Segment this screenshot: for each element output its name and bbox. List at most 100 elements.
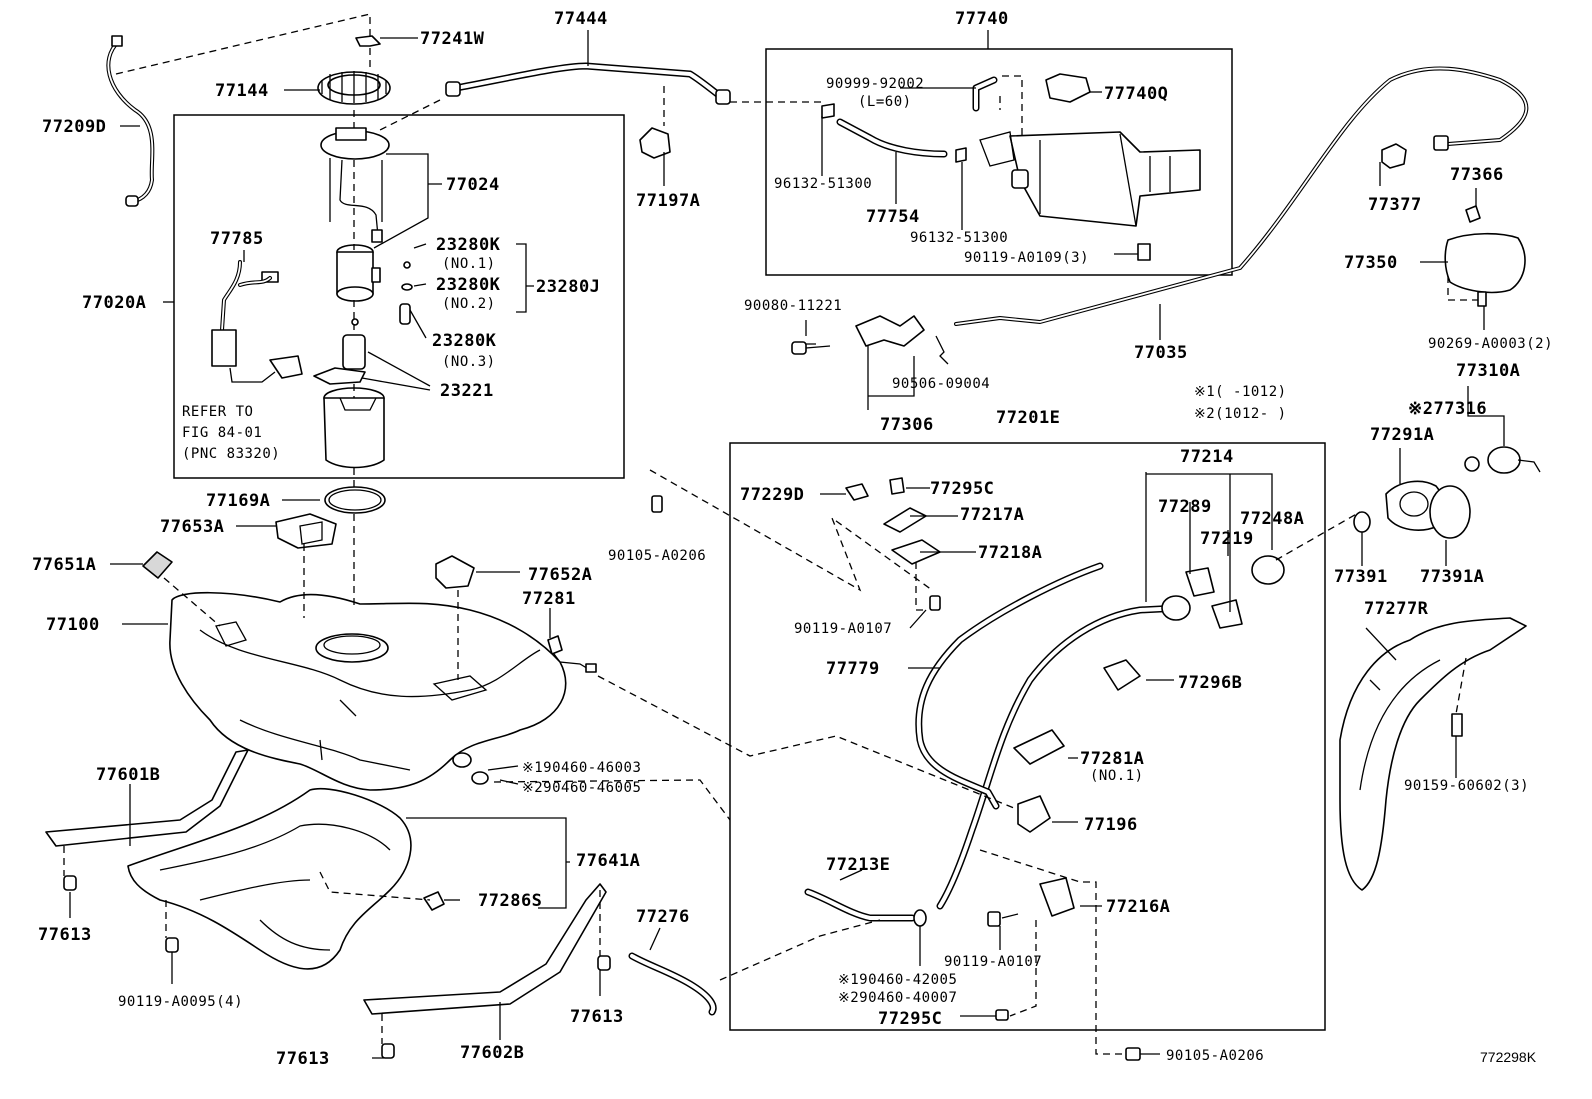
- label-77785: 77785: [210, 229, 264, 249]
- label-90999-l60: (L=60): [858, 94, 912, 110]
- label-77020A: 77020A: [82, 293, 146, 313]
- fuel-cap: [1464, 446, 1541, 474]
- label-77248A: 77248A: [1240, 509, 1304, 529]
- note-range-2: ※2(1012- ): [1194, 406, 1287, 422]
- cushion-77652A: [435, 555, 475, 589]
- label-77310A: 77310A: [1456, 361, 1520, 381]
- fuel-pump: [313, 334, 366, 385]
- fuel-filler-lid: [1444, 232, 1526, 294]
- label-77218A: 77218A: [978, 543, 1042, 563]
- filler-pipe-clamp-77289: [1185, 567, 1215, 597]
- label-23280K-2: 23280K: [436, 275, 501, 295]
- label-77216A: 77216A: [1106, 897, 1170, 917]
- label-77641A: 77641A: [576, 851, 640, 871]
- label-77277R: 77277R: [1364, 599, 1429, 619]
- label-96132-51300-a: 96132-51300: [774, 176, 872, 192]
- label-23280K-1-note: (NO.1): [442, 256, 496, 272]
- label-77219: 77219: [1200, 529, 1254, 549]
- clamp-77197A: [639, 127, 671, 159]
- label-23221: 23221: [440, 381, 494, 401]
- label-77601B: 77601B: [96, 765, 160, 785]
- charcoal-canister: [979, 131, 1201, 227]
- label-90506-09004: 90506-09004: [892, 376, 990, 392]
- label-23280K-1: 23280K: [436, 235, 501, 255]
- refer-to-line1: REFER TO: [182, 404, 253, 420]
- label-90105-A0206-b: 90105-A0206: [1166, 1048, 1264, 1064]
- bolt-90105-A0206-a-icon: [651, 495, 663, 513]
- label-77652A: 77652A: [528, 565, 592, 585]
- label-90119-A0095: 90119-A0095(4): [118, 994, 243, 1010]
- label-77169A: 77169A: [206, 491, 270, 511]
- pad-77651A: [142, 551, 173, 579]
- refer-to-line2: FIG 84-01: [182, 425, 262, 441]
- label-90460-46005: ※290460-46005: [522, 780, 641, 796]
- label-77306: 77306: [880, 415, 934, 435]
- bolt-90119-A0107-a-icon: [929, 595, 941, 611]
- filler-pipe-protector-77219: [1211, 599, 1243, 629]
- bolt-90119-A0109-icon: [1137, 243, 1151, 261]
- label-90269-A0003: 90269-A0003(2): [1428, 336, 1553, 352]
- fuel-lid-lock-77377: [1381, 143, 1407, 169]
- filler-pipe-seal-77248A: [1251, 555, 1285, 585]
- label-77602B: 77602B: [460, 1043, 524, 1063]
- fuel-tank-band-77602B: [363, 883, 607, 1015]
- label-90119-A0107-b: 90119-A0107: [944, 954, 1042, 970]
- label-90460-46003: ※190460-46003: [522, 760, 641, 776]
- label-77276: 77276: [636, 907, 690, 927]
- clip-96132-icons: [821, 103, 967, 163]
- charcoal-canister-group-box: [765, 48, 1233, 276]
- label-90119-A0109: 90119-A0109(3): [964, 250, 1089, 266]
- refer-to-line3: (PNC 83320): [182, 446, 280, 462]
- label-77196: 77196: [1084, 815, 1138, 835]
- label-77217A: 77217A: [960, 505, 1024, 525]
- fuel-inlet-pipe-group-box: [729, 442, 1326, 1031]
- fender-liner: [1339, 617, 1527, 891]
- o-ring-no3-icon: [351, 318, 359, 326]
- label-77391: 77391: [1334, 567, 1388, 587]
- label-77281: 77281: [522, 589, 576, 609]
- bolt-77613-icons: [63, 875, 611, 1059]
- label-77391A: 77391A: [1420, 567, 1484, 587]
- bolt-90159-icon: [1451, 713, 1463, 737]
- label-77653A: 77653A: [160, 517, 224, 537]
- clip-77295C-a: [889, 477, 905, 495]
- label-77295C-a: 77295C: [930, 479, 994, 499]
- label-77377: 77377: [1368, 195, 1422, 215]
- label-23280J: 23280J: [536, 277, 600, 297]
- label-77366: 77366: [1450, 165, 1504, 185]
- label-77214: 77214: [1180, 447, 1234, 467]
- label-77281A-note: (NO.1): [1090, 768, 1144, 784]
- gasket-ring: [324, 486, 386, 514]
- label-77740: 77740: [955, 9, 1009, 29]
- fuel-sender-unit: [211, 329, 303, 383]
- o-ring-77391A: [1429, 485, 1471, 539]
- bracket-77229D: [845, 483, 869, 501]
- label-77740Q: 77740Q: [1104, 84, 1168, 104]
- label-77651A: 77651A: [32, 555, 96, 575]
- bracket-77281A: [1013, 729, 1065, 765]
- label-23280K-3-note: (NO.3): [442, 354, 496, 370]
- label-77289: 77289: [1158, 497, 1212, 517]
- clip-77241W: [355, 35, 381, 47]
- label-77144: 77144: [215, 81, 269, 101]
- bracket-77217A: [883, 507, 927, 533]
- breather-tube-77779: [915, 562, 1104, 810]
- fuel-filter: [336, 244, 381, 302]
- label-77613-b: 77613: [570, 1007, 624, 1027]
- label-77291A: 77291A: [1370, 425, 1434, 445]
- label-96132-51300-b: 96132-51300: [910, 230, 1008, 246]
- sender-gauge-harness: [220, 260, 242, 332]
- o-ring-no1-icon: [403, 261, 411, 269]
- label-77350: 77350: [1344, 253, 1398, 273]
- sensor-77281: [547, 635, 563, 655]
- label-77286S: 77286S: [478, 891, 542, 911]
- label-77779: 77779: [826, 659, 880, 679]
- label-90460-42005: ※190460-42005: [838, 972, 957, 988]
- label-90105-A0206-a: 90105-A0206: [608, 548, 706, 564]
- label-77229D: 77229D: [740, 485, 804, 505]
- hose-clamp-icon: [471, 771, 489, 785]
- label-90159-60602: 90159-60602(3): [1404, 778, 1529, 794]
- pressure-regulator-icon: [399, 303, 411, 325]
- label-77754: 77754: [866, 207, 920, 227]
- label-77201E: 77201E: [996, 408, 1060, 428]
